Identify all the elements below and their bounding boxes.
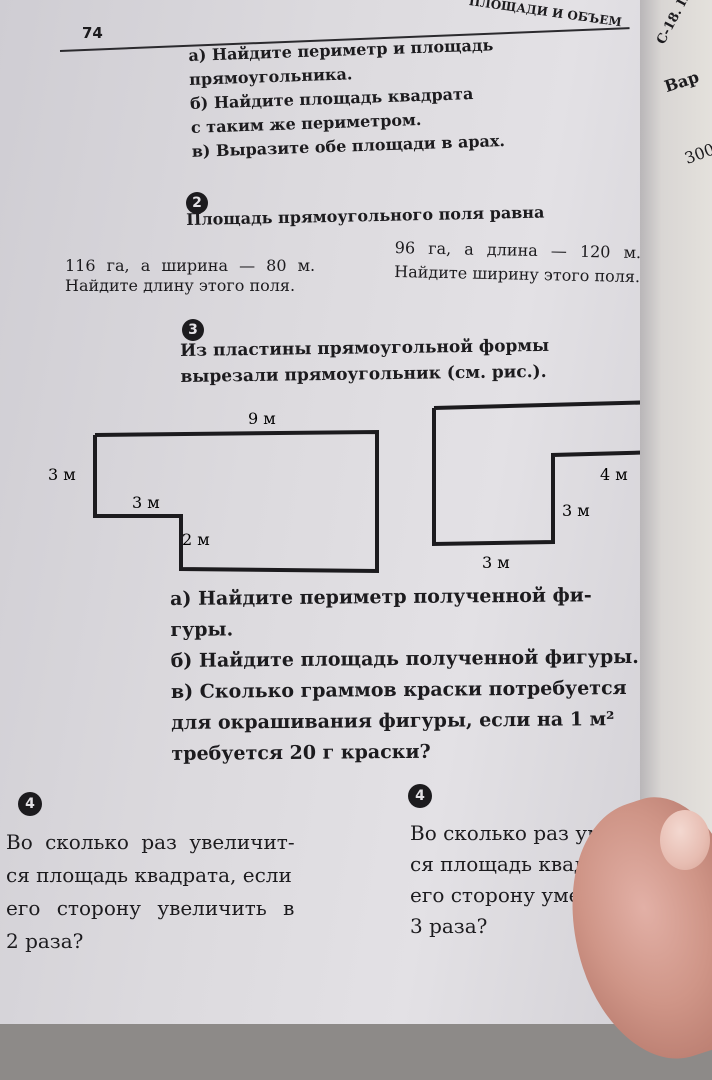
adjacent-page-line2: Вар [662, 67, 702, 97]
task4-left: Во сколько раз увеличит- ся площадь квад… [6, 826, 295, 958]
fig2-bottom-label: 3 м [482, 553, 510, 572]
task3-qc-line2: для окрашивания фигуры, если на 1 м² [171, 708, 615, 734]
figure1-outline [93, 429, 379, 574]
task4-left-line2: ся площадь квадрата, если [6, 863, 292, 887]
task3-qa-line1: а) Найдите периметр полученной фи- [170, 584, 592, 610]
task4-right-line4: 3 раза? [410, 914, 488, 938]
task3-qb-line1: б) Найдите площадь полученной фигуры. [170, 645, 639, 672]
task2-left-line2: Найдите длину этого поля. [65, 276, 296, 295]
task3-questions: а) Найдите периметр полученной фи- гуры.… [170, 580, 640, 770]
adjacent-page-line1: С-18. П [654, 0, 694, 48]
fig1-notch-v-label: 2 м [182, 530, 210, 549]
fingernail [660, 810, 710, 870]
task2-number: 2 [186, 192, 208, 214]
page-number: 74 [82, 24, 103, 42]
task2-left-line1: 116 га, а ширина — 80 м. [65, 256, 316, 275]
task4-left-number: 4 [18, 792, 42, 816]
book-page: 74 ПЛОЩАДИ И ОБЪЕМ а) Найдите периметр и… [0, 0, 650, 1024]
task4-left-line3: его сторону увеличить в [6, 896, 295, 920]
fig2-step-h-label: 4 м [600, 465, 628, 484]
fig1-left-label: 3 м [48, 465, 76, 484]
task4-right-number: 4 [408, 784, 432, 808]
task3-qa-line2: гуры. [170, 618, 234, 641]
adjacent-page-line3: 300 [682, 139, 712, 168]
task3-number: 3 [182, 319, 204, 341]
fig2-step-v-label: 3 м [562, 501, 590, 520]
fig1-notch-h-label: 3 м [132, 493, 160, 512]
task4-left-line1: Во сколько раз увеличит- [6, 830, 295, 854]
task3-qc-line1: в) Сколько граммов краски потребуется [170, 677, 627, 703]
task3-qc-line3: требуется 20 г краски? [171, 740, 431, 765]
fig1-top-label: 9 м [248, 409, 276, 428]
figure2-outline [432, 400, 650, 547]
task3-figures: 9 м 3 м 3 м 2 м 2 м 4 м 3 м 3 м [48, 400, 650, 574]
task4-left-line4: 2 раза? [6, 929, 84, 953]
